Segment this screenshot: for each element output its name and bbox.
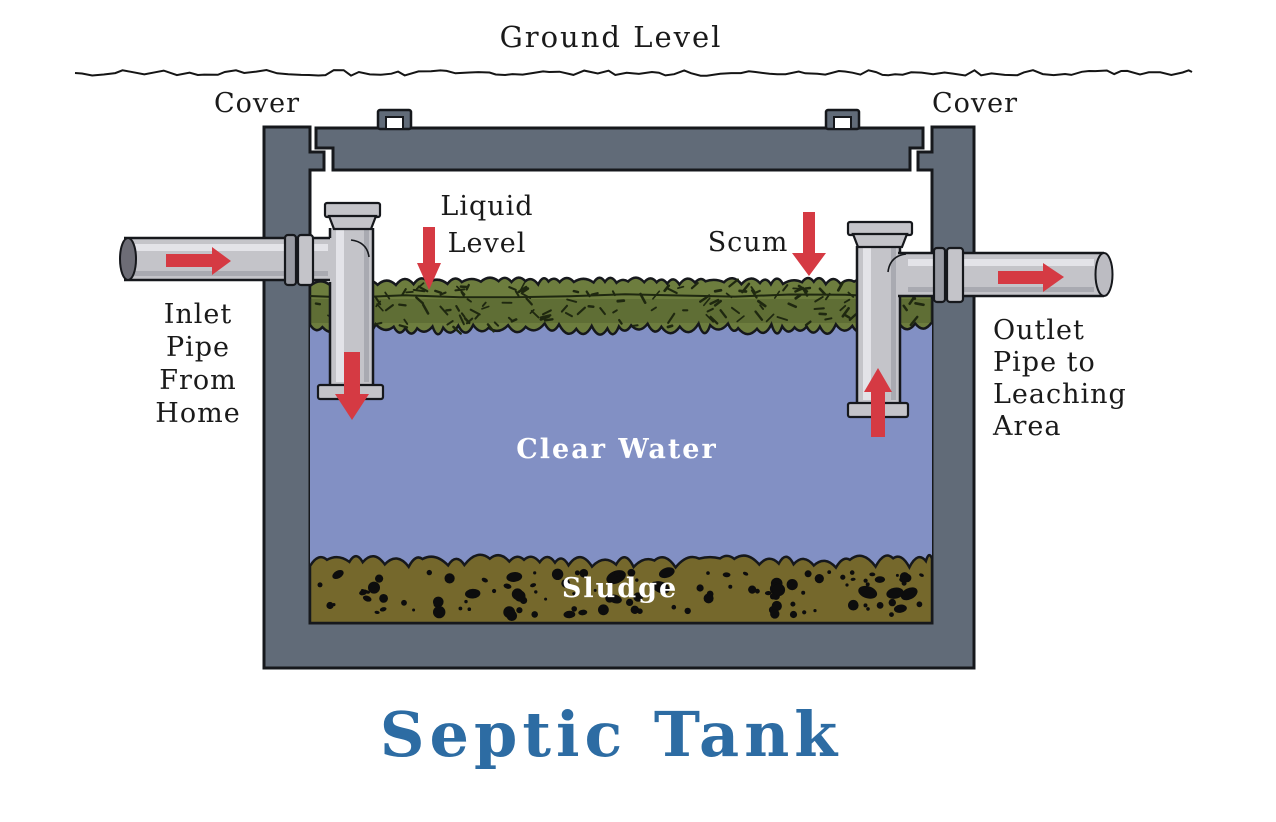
scum-label: Scum <box>707 227 789 258</box>
inlet-wall-flange <box>283 233 298 287</box>
outlet-pipe-label: Outlet Pipe to Leaching Area <box>993 315 1127 443</box>
outlet-up-arrow <box>864 368 892 437</box>
lid-handle-right-hole <box>833 116 852 130</box>
inlet-line2: Pipe <box>165 332 231 363</box>
ground-level-label: Ground Level <box>499 20 723 54</box>
sludge-speckles <box>317 567 924 621</box>
liquid-level-line1: Liquid <box>440 191 534 222</box>
inlet-pipe-assembly <box>119 201 385 401</box>
outlet-line1: Outlet <box>993 315 1085 346</box>
inlet-line3: From <box>159 365 237 396</box>
outlet-pipe-end <box>1094 252 1114 297</box>
outlet-flow-arrow <box>998 263 1064 292</box>
cover-left-label: Cover <box>213 88 301 119</box>
ground-level-line <box>74 68 1193 77</box>
clear-water-label: Clear Water <box>516 434 718 465</box>
inlet-flow-arrow <box>166 247 231 275</box>
liquid-level-pointer-arrow <box>417 227 441 290</box>
scum-lower-band <box>310 299 932 323</box>
outlet-wall-flange <box>932 246 947 304</box>
liquid-level-line2: Level <box>447 228 527 259</box>
tank-lid <box>314 126 925 172</box>
liquid-level-label: Liquid Level <box>440 188 533 262</box>
tank-body <box>262 125 976 670</box>
outlet-line2: Pipe to <box>993 347 1096 378</box>
inlet-down-arrow <box>335 352 369 420</box>
lid-handle-left-hole <box>385 116 404 130</box>
outlet-line3: Leaching <box>993 379 1127 410</box>
scum-speckles <box>314 278 925 335</box>
inlet-pipe-label: Inlet Pipe From Home <box>155 298 240 430</box>
inlet-pipe-opening <box>119 237 137 281</box>
diagram-title: Septic Tank <box>379 698 843 771</box>
scum-pointer-arrow <box>792 212 826 276</box>
inlet-line1: Inlet <box>163 299 233 330</box>
outlet-line4: Area <box>993 411 1062 442</box>
cover-right-label: Cover <box>931 88 1019 119</box>
inlet-line4: Home <box>155 398 241 429</box>
sludge-label: Sludge <box>561 573 679 604</box>
